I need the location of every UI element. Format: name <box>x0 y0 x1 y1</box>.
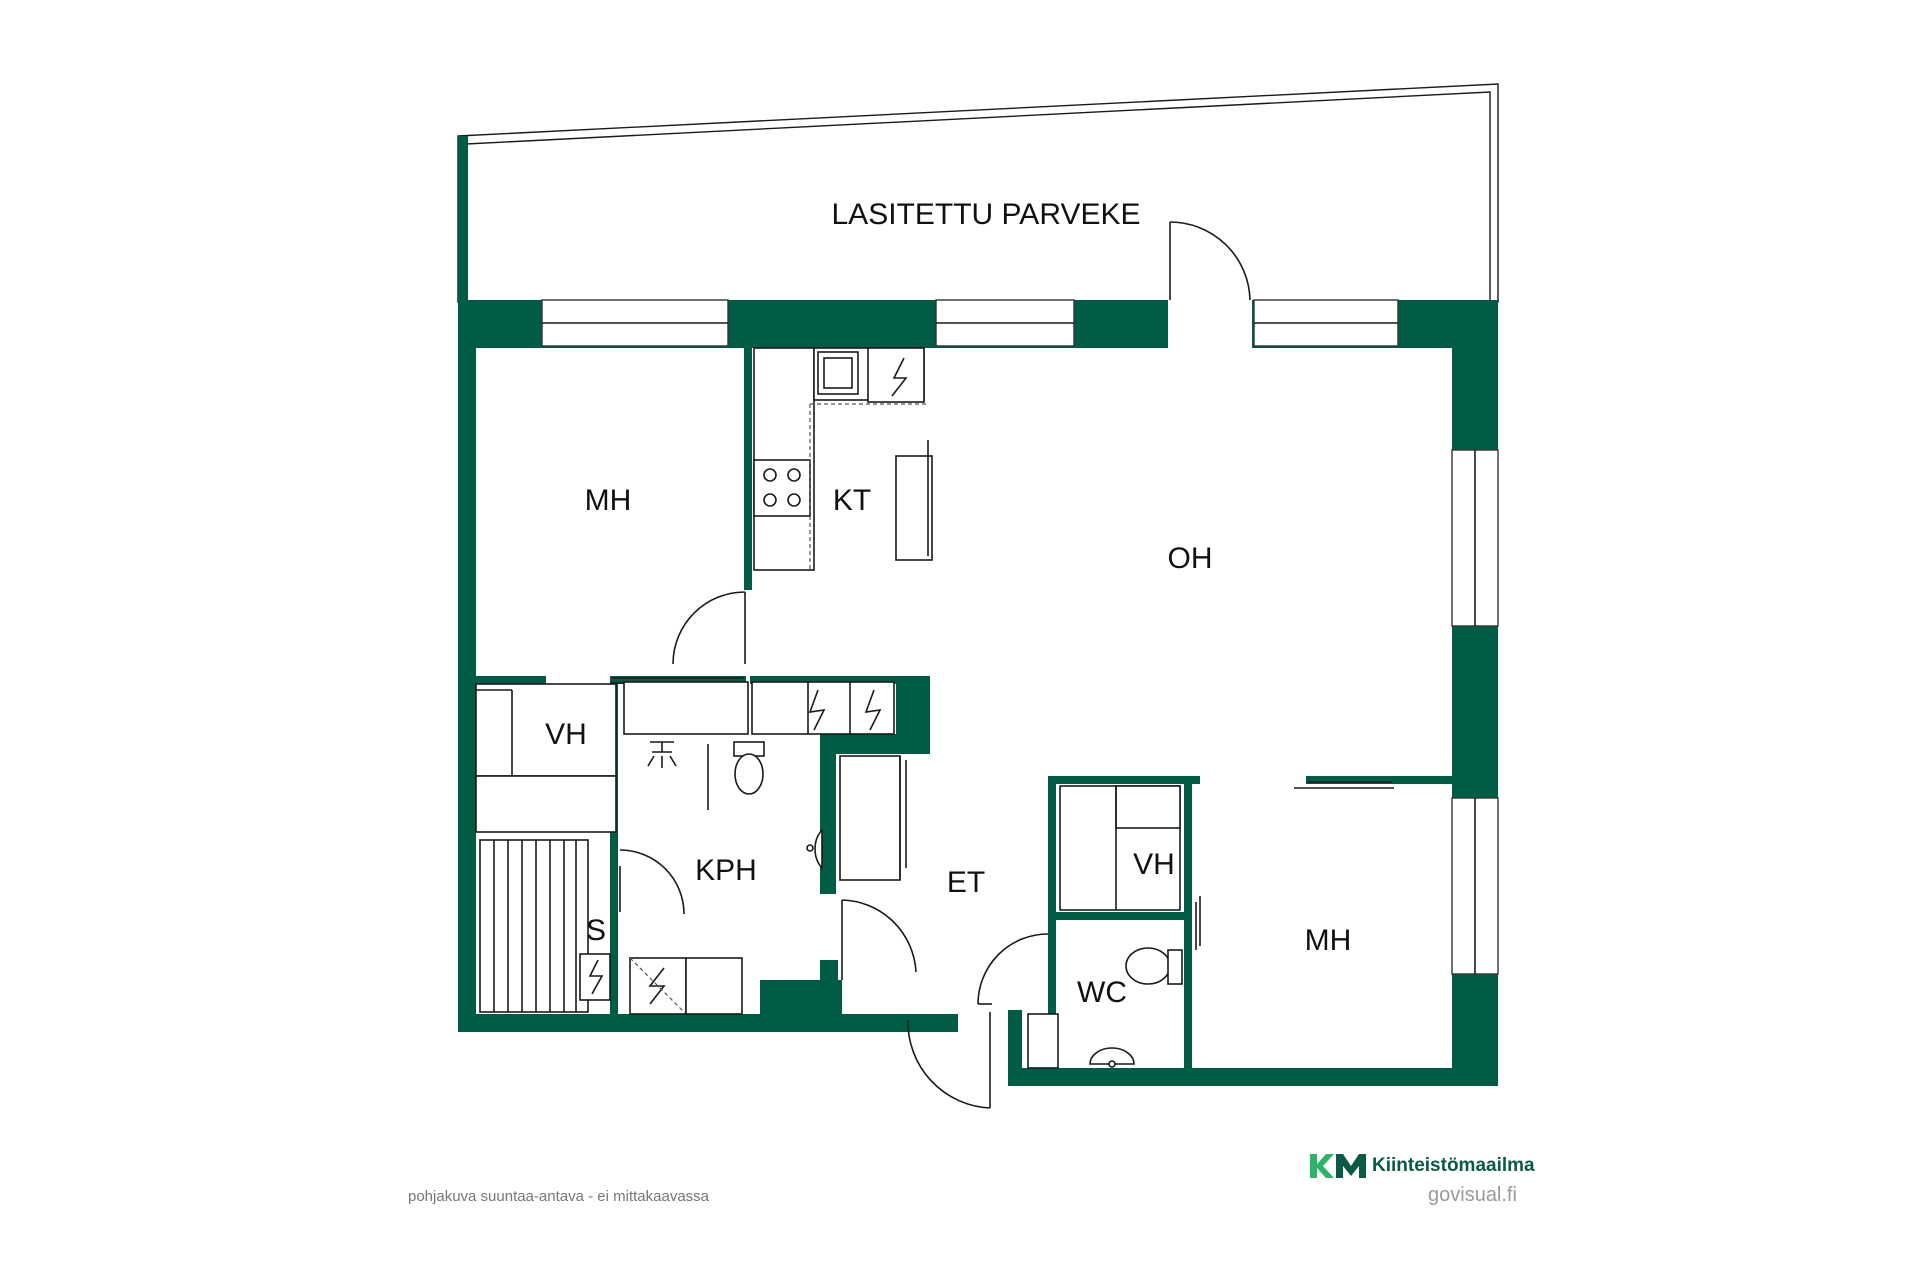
room-label-balcony: LASITETTU PARVEKE <box>832 198 1141 231</box>
brand-name: Kiinteistömaailma <box>1372 1155 1535 1176</box>
room-label-sauna: S <box>586 914 606 947</box>
room-label-wc: WC <box>1077 976 1127 1009</box>
room-label-bathroom: KPH <box>695 854 757 887</box>
kitchen-fixtures <box>753 347 933 571</box>
doors <box>619 591 1049 1109</box>
interior-walls <box>472 344 1454 1070</box>
windows <box>541 299 1499 975</box>
entrance-fixtures <box>839 755 907 881</box>
left-wardrobe <box>475 683 617 833</box>
room-label-bedroom-left: MH <box>585 484 632 517</box>
credit-link[interactable]: govisual.fi <box>1428 1184 1517 1206</box>
brand-logo <box>1310 1154 1366 1178</box>
bathroom-fixtures <box>629 741 823 1015</box>
wc-fixtures <box>1027 947 1183 1069</box>
room-labels: LASITETTU PARVEKE MH KT OH VH KPH S ET V… <box>545 198 1351 1009</box>
room-label-living-room: OH <box>1168 542 1213 575</box>
storage-cabinets <box>623 681 895 735</box>
balcony-door <box>1168 221 1252 348</box>
right-wardrobe <box>1059 785 1181 911</box>
room-label-bedroom-right: MH <box>1305 924 1352 957</box>
balcony-glazing <box>457 83 1499 304</box>
room-label-kitchen: KT <box>833 484 871 517</box>
room-label-wardrobe-left: VH <box>545 718 587 751</box>
disclaimer-note: pohjakuva suuntaa-antava - ei mittakaava… <box>408 1188 710 1205</box>
room-label-hallway: ET <box>947 866 985 899</box>
sauna-benches <box>479 839 611 1013</box>
room-label-wardrobe-right: VH <box>1133 848 1175 881</box>
brand: Kiinteistömaailma <box>1308 1150 1535 1182</box>
